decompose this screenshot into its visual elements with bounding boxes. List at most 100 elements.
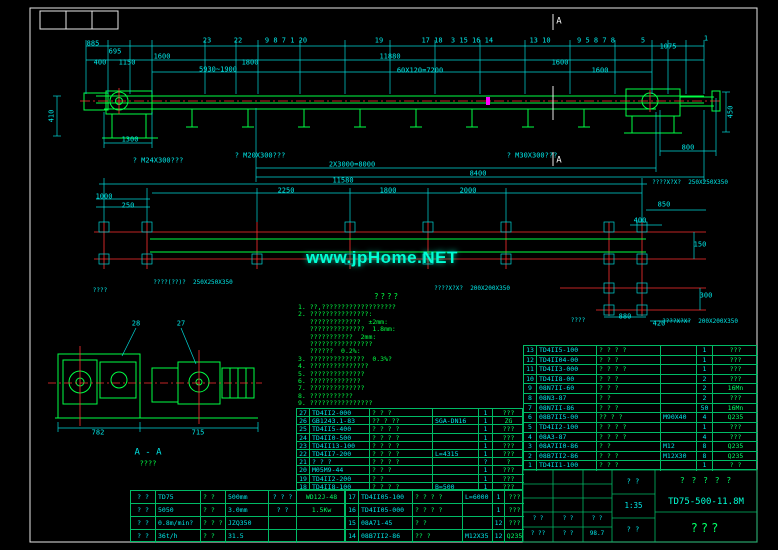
label-d1800: 1800 — [241, 58, 259, 67]
bom_bottom-cell: 14 — [346, 530, 359, 543]
bom_left-cell: 24 — [297, 433, 310, 442]
label-mid_bottom: ? ? — [626, 525, 640, 534]
bom_right-cell: 1 — [697, 461, 713, 472]
bom_right-cell: M90X40 — [661, 413, 697, 423]
bom_right-cell: TD4II2-100 — [537, 422, 597, 433]
bom_right-cell: 1 — [697, 422, 713, 433]
bom_right-cell: 12 — [524, 355, 537, 366]
titleblock-company: ??? — [690, 521, 722, 535]
bom_left-cell: ? ? ? ? — [370, 450, 433, 459]
bom_right-cell: 16Mn — [713, 404, 758, 414]
bom_bottom-cell: TD4II05-000 — [359, 504, 413, 517]
bom_right-cell — [661, 394, 697, 404]
label-subtitle: ???? — [139, 459, 157, 468]
bom_right-cell: 2 — [524, 451, 537, 462]
bom_right-cell: 50 — [697, 403, 713, 414]
spec_table-cell: ? ? — [201, 530, 226, 543]
bom_right-cell: ? ? ? — [597, 461, 661, 472]
bom_left-cell: 1 — [479, 433, 493, 442]
bom_left-cell: TD4II8-100 — [310, 482, 370, 491]
label-title: A - A — [134, 447, 162, 458]
label-d715: 715 — [191, 428, 205, 437]
label-c27: 27 — [176, 319, 186, 328]
bom_right-cell: 3 — [524, 442, 537, 452]
bom_right-cell: 9 — [524, 384, 537, 395]
label-d450: 450 — [726, 105, 735, 119]
titleblock-model: TD75-500-11.8M — [668, 497, 744, 507]
bom_left-cell: ??? — [493, 409, 524, 418]
bom_bottom-cell: 08A71-45 — [359, 517, 413, 530]
bom_right-cell: 1 — [697, 346, 713, 356]
note-line: 9. ???????????????? — [298, 399, 373, 408]
bom_right-cell: 08N7II-60 — [537, 384, 597, 395]
label-c1718: 17 18 — [421, 36, 443, 45]
spec_table-cell — [297, 530, 346, 543]
bom_right-cell: 8 — [524, 394, 537, 404]
bom_right-cell: 1 — [697, 355, 713, 366]
notes-lines: 1. ??,???????????????????2. ????????????… — [298, 303, 488, 408]
bom_right-cell: 4 — [524, 432, 537, 443]
spec_table-cell: 5050 — [156, 504, 201, 517]
spec_table-cell: 1.5Kw — [297, 504, 346, 517]
bom_left-cell: ? ? ? — [370, 409, 433, 418]
bom_right-cell: 6 — [524, 413, 537, 423]
bom_right-cell: ? ? — [597, 442, 661, 452]
bom_right-cell: 08B7II2-86 — [537, 451, 597, 462]
note-line: 8. ??????????? — [298, 391, 353, 400]
label-d2000: 2000 — [459, 186, 477, 195]
bom_left-cell: M05M9-44 — [310, 466, 370, 475]
label-anchor_bc: ????X?X? 200X200X350 — [434, 285, 510, 292]
bom_left-cell — [433, 441, 479, 450]
bom_right-cell — [661, 461, 697, 472]
bom_left-cell: 1 — [479, 450, 493, 459]
label-c98720: 9 8 7 1 20 — [264, 36, 308, 45]
bom_left-cell: 1 — [479, 482, 493, 491]
label-d11580: 11580 — [332, 176, 354, 185]
label-2: ? ? — [591, 515, 603, 522]
bom_left-cell: ?? ? ?? — [370, 417, 433, 426]
bom_right-cell — [661, 365, 697, 375]
bom_right-cell: ??? — [713, 365, 758, 375]
bom_left-cell — [433, 409, 479, 418]
bom_right-cell: 16Mn — [713, 384, 758, 395]
bom_bottom-cell: ??? — [505, 517, 524, 530]
bom_left-cell: ? ? ? ? — [370, 433, 433, 442]
bom_right-cell: Q235 — [713, 413, 758, 423]
bom_left-cell: 25 — [297, 425, 310, 434]
bom_left-cell: ??? — [502, 482, 515, 491]
note-line: 7. ?????????????? — [298, 384, 365, 393]
label-c1: 1 — [703, 34, 709, 43]
bom_left-cell: 1 — [479, 466, 493, 475]
label-1: ? ? — [562, 530, 574, 537]
spec_table-cell — [297, 517, 346, 530]
bom_right-cell: M12X30 — [661, 451, 697, 462]
bom_bottom-cell — [463, 517, 493, 530]
label-d1600b: 1600 — [551, 58, 569, 67]
label-d1600a: 1600 — [153, 52, 171, 61]
bom_left-cell: TD4II7-200 — [310, 450, 370, 459]
bom_right-cell — [661, 422, 697, 433]
bom_right-cell: 10 — [524, 374, 537, 385]
bom_bottom-cell: M12X35 — [463, 530, 493, 543]
bom_left-cell: TD4II13-100 — [310, 441, 370, 450]
bom_right-cell: ? ? — [729, 461, 742, 470]
spec_table-cell — [269, 530, 297, 543]
belt-marker — [486, 97, 490, 105]
bom_left-cell: 27 — [297, 409, 310, 418]
bom_left-cell: ??? — [493, 442, 524, 450]
bom_right-cell — [661, 346, 697, 356]
label-d300: 300 — [699, 291, 713, 300]
drawing-frame — [29, 7, 758, 543]
bom_right-cell: TD4II1-100 — [537, 461, 597, 472]
label-d1600c: 1600 — [591, 66, 609, 75]
bom_left-cell: ? ? ? ? — [370, 482, 433, 491]
label-c95878: 9 5 8 7 8 — [577, 36, 615, 45]
bom_left-cell: 1 — [479, 409, 493, 418]
bom_left-cell: ??? — [493, 475, 524, 483]
technical-notes: ???? 1. ??,???????????????????2. ???????… — [298, 292, 488, 408]
spec_table-table: ? ?TD75? ?500mm? ? ?WD12J-48? ?5050? ?3.… — [130, 490, 346, 543]
bom_left-cell: ? ? ? — [310, 458, 370, 467]
bom_left-cell: GB1243.1-83 — [310, 417, 370, 426]
label-c28: 28 — [131, 319, 141, 328]
